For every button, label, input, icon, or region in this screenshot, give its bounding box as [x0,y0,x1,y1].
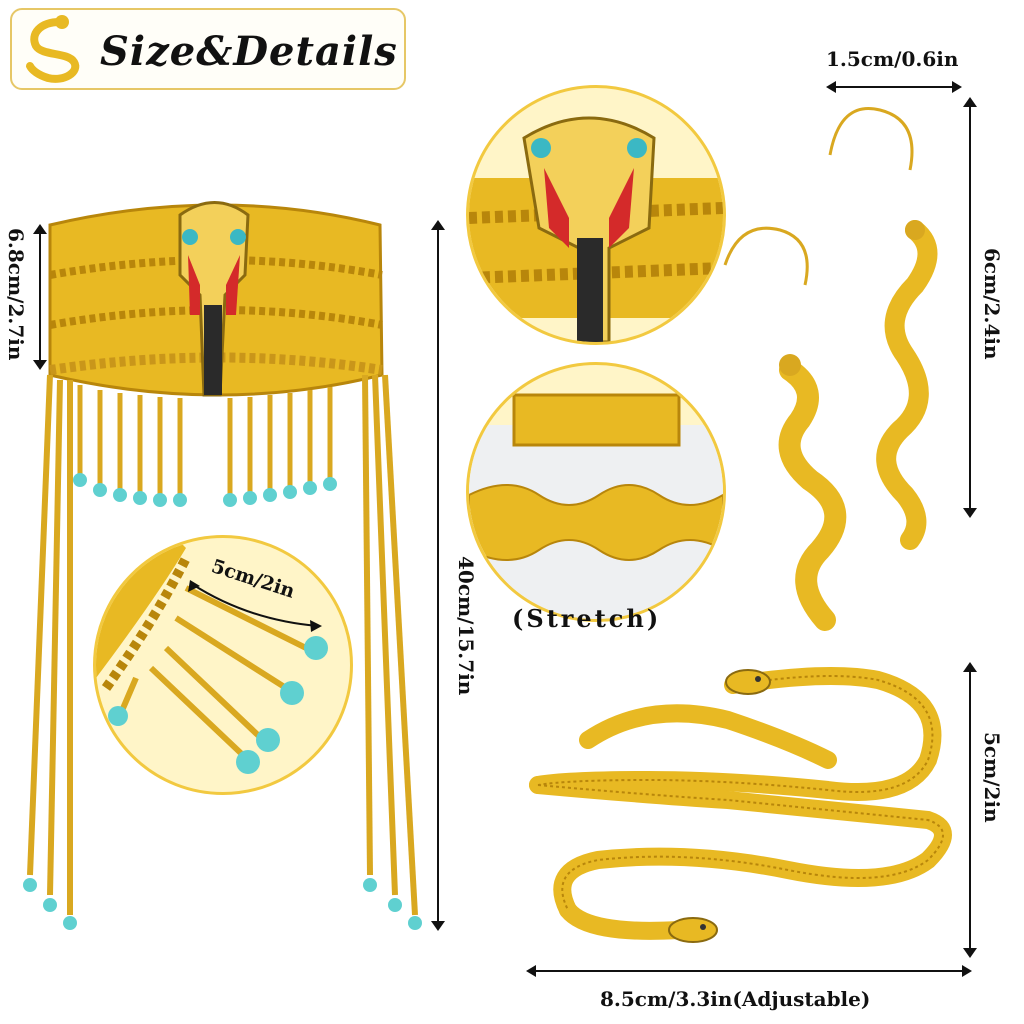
tassel-detail-circle [93,535,353,795]
headpiece-height-arrow [33,224,47,370]
armband-width-arrow [526,965,972,977]
tassel-spacing-arrow [188,580,322,632]
headpiece-height-label: 6.8cm/2.7in [4,228,28,361]
stretch-detail-image [469,393,723,619]
earring-height-arrow [963,97,977,518]
cobra-detail-image [469,116,723,342]
stretch-detail-circle [466,362,726,622]
earring-width-label: 1.5cm/0.6in [826,47,959,71]
stretch-label: (Stretch) [512,604,662,633]
tassel-detail-image [96,538,328,774]
armband-height-arrow [963,662,977,958]
armband-width-label: 8.5cm/3.3in(Adjustable) [600,987,871,1011]
headpiece-length-arrow [431,220,445,931]
page-title: Size&Details [100,28,398,75]
earring-height-label: 6cm/2.4in [980,248,1004,360]
earrings-image [723,107,938,631]
armband-image [529,667,952,943]
headpiece-image [23,201,422,930]
earring-width-arrow [826,81,962,93]
snake-logo-icon [26,15,80,83]
cobra-detail-circle [466,85,726,345]
armband-height-label: 5cm/2in [980,732,1004,823]
title-banner: Size&Details [10,8,406,90]
